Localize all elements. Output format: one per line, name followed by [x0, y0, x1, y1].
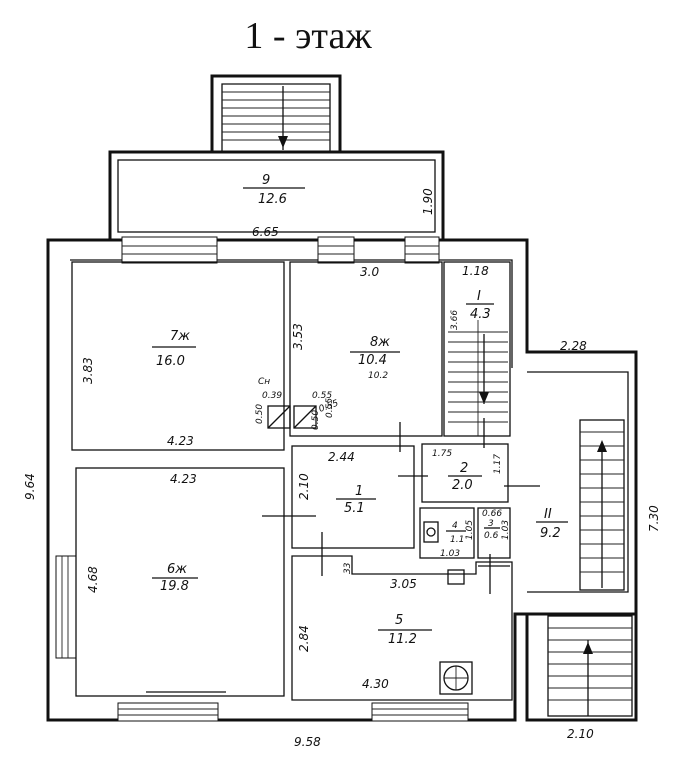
window	[317, 236, 355, 264]
room-4-area: 1.1	[450, 535, 464, 545]
room-3-height: 1.03	[501, 520, 511, 540]
room-5-step: 33	[343, 562, 353, 574]
room-9-number: 9	[262, 173, 270, 188]
window	[117, 702, 219, 722]
room-3-area: 0.6	[484, 531, 499, 541]
room-4-width: 1.03	[440, 549, 460, 559]
room-9-width: 6.65	[252, 225, 279, 239]
overall-height: 9.64	[23, 473, 37, 500]
chimney-dim-e: 0.50	[311, 410, 321, 430]
room-8-width: 3.0	[360, 265, 379, 279]
chimney: Сн 0.39 0.50 0.55 0.55 0.55 0.50	[255, 377, 340, 430]
room-3: 0.66 3 0.6 1.03	[477, 507, 511, 594]
room-3-width: 0.66	[482, 509, 502, 519]
room-II-number: II	[544, 507, 552, 522]
room-II-area: 9.2	[540, 526, 561, 541]
room-9: 9 12.6 6.65 1.90	[108, 150, 445, 242]
room-1-area: 5.1	[344, 501, 365, 516]
room-2-height: 1.17	[493, 454, 503, 474]
room-I-area: 4.3	[470, 307, 491, 322]
room-5-bottom-width: 4.30	[362, 677, 389, 691]
window	[371, 702, 469, 722]
room-5-number: 5	[395, 613, 403, 628]
room-4-number: 4	[452, 521, 458, 531]
chimney-label: Сн	[258, 377, 270, 387]
stair-arrow-up-icon	[583, 642, 593, 654]
room-1: 2.44 2.10 1 5.1	[262, 422, 428, 576]
room-7-right-dim: 3.53	[291, 323, 305, 350]
room-II-width: 2.28	[560, 339, 587, 353]
room-8: 3.0 8ж 10.4 10.2	[289, 261, 443, 437]
room-1-width: 2.44	[328, 450, 355, 464]
room-7-height: 3.83	[81, 357, 95, 384]
room-1-height: 2.10	[297, 473, 311, 500]
room-3-number: 3	[488, 519, 494, 529]
room-I-width: 1.18	[462, 264, 489, 278]
room-I-stairs: 1.18 I 4.3 3.66	[443, 261, 511, 437]
room-9-depth: 1.90	[421, 188, 435, 215]
room-5: 33 3.05 2.84 5 11.2 4.30	[291, 555, 513, 701]
porch-width: 2.10	[567, 727, 594, 741]
chimney-dim-c: 0.50	[255, 404, 265, 424]
stair-arrow-down-icon	[479, 392, 489, 404]
top-porch-stairs	[210, 74, 342, 152]
stair-arrow-down-icon	[278, 136, 288, 148]
room-4: 4 1.1 1.03 1.05	[419, 507, 475, 559]
boiler-icon	[439, 661, 473, 695]
room-5-area: 11.2	[388, 632, 417, 647]
room-I-number: I	[477, 289, 481, 304]
room-2-width: 1.75	[432, 449, 452, 459]
room-II-height: 7.30	[647, 505, 661, 532]
house-outer-wall	[46, 238, 638, 722]
stair-arrow-up-icon	[597, 440, 607, 452]
room-6: 4.23 4.68 6ж 19.8	[75, 467, 285, 697]
room-8-number: 8ж	[370, 335, 390, 350]
room-2-area: 2.0	[452, 478, 473, 493]
room-9-area: 12.6	[258, 192, 287, 207]
floor-title: 1 - этаж	[244, 15, 372, 57]
room-4-height: 1.05	[465, 520, 475, 540]
room-7-width: 4.23	[167, 434, 194, 448]
room-1-number: 1	[355, 484, 363, 499]
window	[404, 236, 440, 264]
room-II: 2.28 7.30 II 9.2	[527, 339, 661, 593]
room-6-height: 4.68	[86, 566, 100, 593]
room-2-number: 2	[460, 461, 468, 476]
bottom-porch-stairs: 2.10	[527, 612, 638, 741]
room-7: 7ж 16.0 3.83 4.23 3.53	[71, 261, 305, 451]
chimney-dim-f: 0.55	[325, 398, 335, 418]
room-7-area: 16.0	[156, 354, 185, 369]
room-5-height: 2.84	[297, 625, 311, 652]
window	[121, 236, 218, 264]
room-2: 1.75 1.17 2 2.0	[421, 418, 540, 503]
overall-width: 9.58	[294, 735, 321, 749]
window	[55, 555, 77, 659]
room-7-number: 7ж	[170, 329, 190, 344]
room-8-area-alt: 10.2	[368, 371, 388, 381]
room-6-width: 4.23	[170, 472, 197, 486]
room-5-width: 3.05	[390, 577, 417, 591]
room-6-area: 19.8	[160, 579, 189, 594]
chimney-dim-d: 0.39	[262, 391, 282, 401]
chimney-dim-a: 0.55	[312, 391, 332, 401]
room-6-number: 6ж	[167, 562, 187, 577]
room-I-length: 3.66	[450, 310, 460, 330]
room-8-area: 10.4	[358, 353, 387, 368]
